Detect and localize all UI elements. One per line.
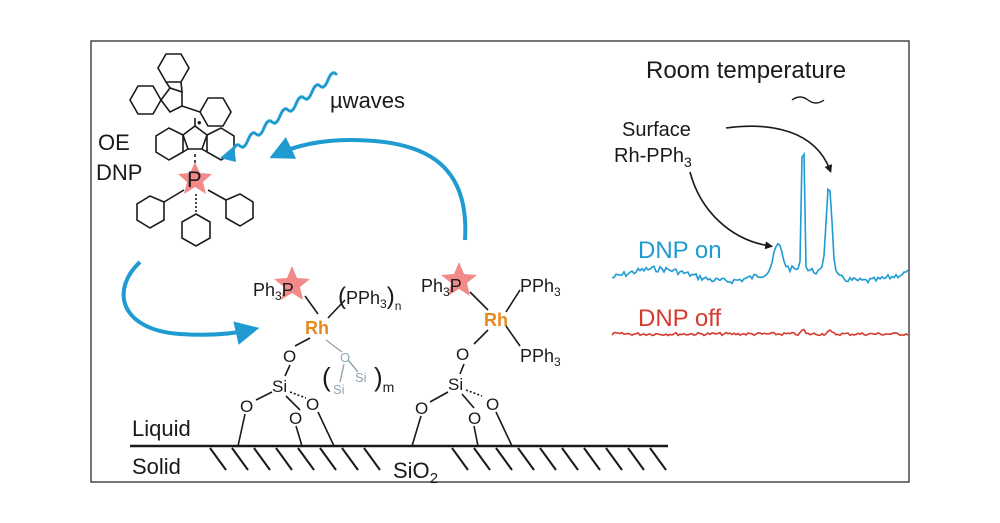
phenyl-lower-center (181, 213, 211, 247)
radical-phosphorus-label: P (187, 167, 202, 192)
hatch-mark (495, 447, 513, 471)
microwaves-label: µwaves (330, 88, 405, 113)
right-pph3-top: PPh3 (520, 276, 561, 299)
dnp-label: DNP (96, 160, 142, 185)
hatch-mark (627, 447, 645, 471)
fluorene-ring-left (129, 85, 162, 115)
radical-molecule (129, 53, 235, 170)
arrow-surface-to-radical (269, 137, 468, 241)
oe-label: OE (98, 130, 130, 155)
hatch-mark (363, 447, 381, 471)
right-pph3-bottom: PPh3 (520, 346, 561, 369)
fluorene-ring-top (157, 53, 190, 83)
microwave-wave-icon (230, 71, 338, 154)
fluorenyl-five-ring (182, 125, 208, 150)
figure-frame (90, 40, 910, 483)
hatch-mark (473, 447, 491, 471)
fluorene-five-ring (160, 87, 183, 114)
surface-hatching (209, 447, 667, 471)
pointer-arrow-left-peak (689, 171, 774, 250)
left-ph3p: Ph3P (253, 280, 294, 303)
microwave-arrowhead-icon (220, 146, 236, 162)
loop-o: O (340, 350, 350, 365)
radical-dot: • (197, 115, 202, 130)
triphenyl-rings (136, 189, 254, 247)
liquid-label: Liquid (132, 416, 191, 441)
hatch-mark (605, 447, 623, 471)
right-o-mid: O (468, 409, 481, 428)
hatch-mark (649, 447, 667, 471)
hatch-mark (275, 447, 293, 471)
surface-label-line2: Rh-PPh3 (614, 145, 692, 170)
left-o-top: O (283, 347, 296, 366)
spectrum-dnp-off-trace (611, 328, 909, 337)
solid-label: Solid (132, 454, 181, 479)
hatch-mark (253, 447, 271, 471)
phosphorus-star-right (441, 262, 477, 296)
left-pph3-n: (PPh3)n (338, 283, 401, 313)
surface-complex-right: Ph3P Rh PPh3 PPh3 O Si O O O (411, 262, 561, 447)
loop-si1: Si (333, 382, 345, 397)
phenyl-top-right (199, 97, 232, 127)
fluorenyl-ring-left (155, 127, 184, 161)
right-o-right: O (486, 395, 499, 414)
hatch-mark (517, 447, 535, 471)
peak-truncation-mark (791, 96, 825, 104)
left-si: Si (272, 377, 287, 396)
hatch-mark (297, 447, 315, 471)
hatch-mark (341, 447, 359, 471)
right-si: Si (448, 375, 463, 394)
pointer-arrow-right-peak (725, 125, 833, 173)
loop-si2: Si (355, 370, 367, 385)
hatch-mark (231, 447, 249, 471)
hatch-mark (561, 447, 579, 471)
hatch-mark (319, 447, 337, 471)
sio2-label: SiO2 (393, 458, 438, 487)
left-o-right: O (306, 395, 319, 414)
hatch-mark (451, 447, 469, 471)
phenyl-lower-right (225, 193, 254, 227)
hatch-mark (583, 447, 601, 471)
right-ph3p: Ph3P (421, 276, 462, 299)
siloxane-loop: ( (322, 362, 331, 392)
hatch-mark (539, 447, 557, 471)
left-rh: Rh (305, 318, 329, 338)
phosphorus-star-radical (178, 162, 212, 194)
left-o-mid: O (289, 409, 302, 428)
surface-complex-left: Ph3P Rh (PPh3)n O Si O O O ( O Si Si )m (237, 266, 401, 447)
left-o-left: O (240, 397, 253, 416)
phosphorus-star-left (274, 266, 310, 300)
spectrum-title: Room temperature (646, 57, 846, 84)
spectrum-dnp-on-trace (611, 151, 909, 285)
dnp-on-label: DNP on (638, 237, 722, 264)
phenyl-lower-left (136, 195, 165, 229)
right-rh: Rh (484, 310, 508, 330)
right-o-left: O (415, 399, 428, 418)
loop-close: )m (374, 362, 394, 395)
arrow-radical-to-surface (121, 260, 260, 345)
surface-label-line1: Surface (622, 119, 691, 141)
dnp-off-label: DNP off (638, 305, 721, 332)
hatch-mark (209, 447, 227, 471)
right-o-top: O (456, 345, 469, 364)
